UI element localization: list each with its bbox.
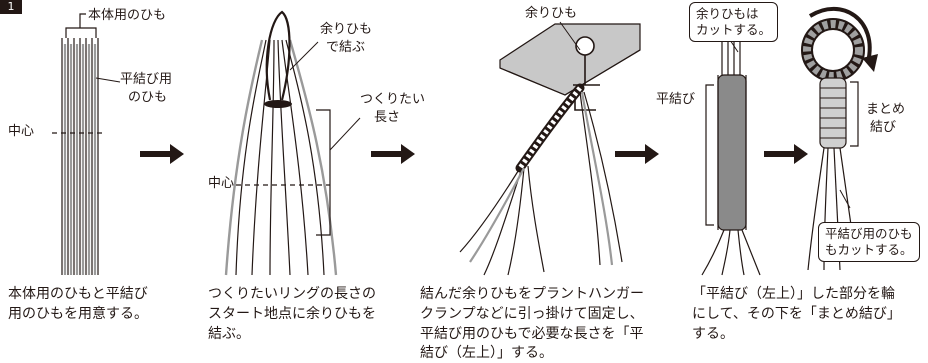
table-edge bbox=[499, 23, 641, 96]
step-badge: 1 bbox=[0, 0, 22, 14]
extra-cord-loop bbox=[265, 10, 291, 101]
wrap-knot-bracket bbox=[850, 81, 859, 147]
cut-extra-callout-line1: 余りひもは bbox=[696, 6, 759, 21]
arrow-2 bbox=[371, 144, 415, 164]
arrow-3 bbox=[615, 144, 659, 164]
length-leader bbox=[329, 117, 361, 151]
flat-knot-label: 平結び bbox=[656, 92, 696, 107]
wrap-knot-label-line2: 結び bbox=[870, 120, 897, 135]
step4-caption-line3: する。 bbox=[692, 326, 734, 342]
step4-caption-line2: にして、その下を「まとめ結び」 bbox=[692, 306, 901, 322]
rotation-arrow-icon bbox=[808, 6, 872, 63]
step2-caption-line1: つくりたいリングの長さの bbox=[208, 286, 376, 302]
step2-caption-line3: 結ぶ。 bbox=[208, 326, 250, 342]
cut-flat-pointer bbox=[839, 189, 851, 209]
arrow-4 bbox=[764, 144, 808, 164]
cord-bundle-1 bbox=[61, 38, 99, 275]
center-label-1: 中心 bbox=[8, 124, 35, 139]
flat-knot-cord-label-line1: 平結び用 bbox=[120, 72, 173, 87]
cord-bundle-2 bbox=[224, 39, 338, 276]
arrow-1 bbox=[140, 144, 184, 164]
cut-flat-callout-line1: 平結び用のひも bbox=[825, 226, 913, 241]
extra-cord-label: 余りひも bbox=[525, 6, 578, 21]
desired-length-label-line1: つくりたい bbox=[360, 92, 426, 107]
step3-caption-line4: 結び（左上）」する。 bbox=[420, 345, 553, 361]
step1-caption-line2: 用のひもを用意する。 bbox=[8, 306, 148, 322]
wrap-knot-label-line1: まとめ bbox=[866, 102, 906, 117]
extra-cord-tie-label-line2: で結ぶ bbox=[326, 40, 366, 55]
braided-section-3 bbox=[515, 83, 585, 173]
center-label-2: 中心 bbox=[208, 176, 235, 191]
extra-cord-leader bbox=[559, 21, 581, 51]
cut-extra-callout-line2: カットする。 bbox=[696, 22, 772, 37]
body-cord-label: 本体用のひも bbox=[88, 8, 167, 23]
desired-length-label-line2: 長さ bbox=[374, 110, 401, 125]
step1-caption-line1: 本体用のひもと平結び bbox=[8, 286, 148, 302]
extra-cord-tie-label-line1: 余りひも bbox=[320, 22, 373, 37]
cut-callout-pointer bbox=[729, 39, 739, 53]
body-cord-bracket bbox=[65, 13, 97, 38]
step3-caption-line1: 結んだ余りひもをプラントハンガー bbox=[420, 286, 644, 302]
tie-leader bbox=[289, 41, 319, 71]
flat-knot-cord-label-line2: のひも bbox=[128, 90, 168, 105]
length-bracket bbox=[316, 109, 331, 236]
flat-knot-column bbox=[717, 74, 747, 231]
cord-bundle-4 bbox=[701, 30, 761, 276]
flat-knot-bracket bbox=[705, 84, 714, 226]
step3-caption-line3: 平結び用のひもで必要な長さを「平 bbox=[420, 326, 644, 342]
step3-caption-line2: クランプなどに引っ掛けて固定し、 bbox=[420, 306, 644, 322]
ring bbox=[801, 18, 865, 82]
wrap-knot bbox=[819, 77, 847, 149]
cut-flat-callout: 平結び用のひも もカットする。 bbox=[818, 222, 920, 262]
step4-caption-line1: 「平結び（左上）」した部分を輪 bbox=[692, 286, 895, 302]
cut-extra-callout: 余りひもは カットする。 bbox=[689, 2, 779, 42]
loose-cords-3 bbox=[459, 91, 623, 276]
cut-flat-callout-line2: もカットする。 bbox=[825, 242, 913, 257]
step2-caption-line2: スタート地点に余りひもを bbox=[208, 306, 376, 322]
tie-knot bbox=[264, 100, 292, 108]
flat-cord-leader bbox=[95, 77, 121, 83]
rotation-arrowhead-icon bbox=[862, 54, 878, 72]
